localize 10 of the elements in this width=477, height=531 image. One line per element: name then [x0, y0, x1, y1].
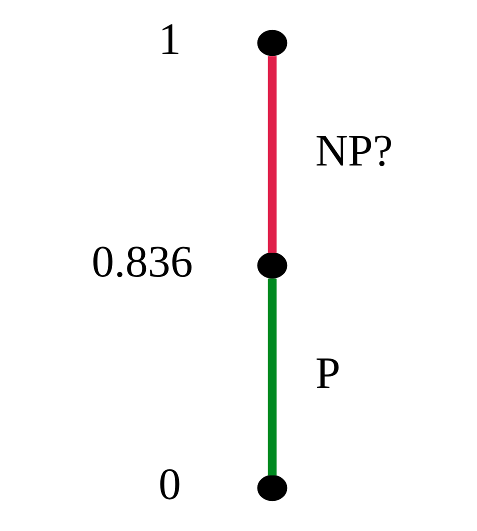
edge-label: NP?	[315, 125, 393, 176]
connector	[268, 56, 277, 253]
node-label: 0	[158, 459, 181, 509]
node-circle	[257, 474, 288, 502]
node-circle	[257, 252, 288, 279]
node-label: 0.836	[92, 236, 193, 286]
node-circle	[257, 30, 288, 56]
edge-label: P	[315, 348, 340, 398]
node-label: 1	[158, 14, 181, 64]
connector	[268, 278, 277, 476]
